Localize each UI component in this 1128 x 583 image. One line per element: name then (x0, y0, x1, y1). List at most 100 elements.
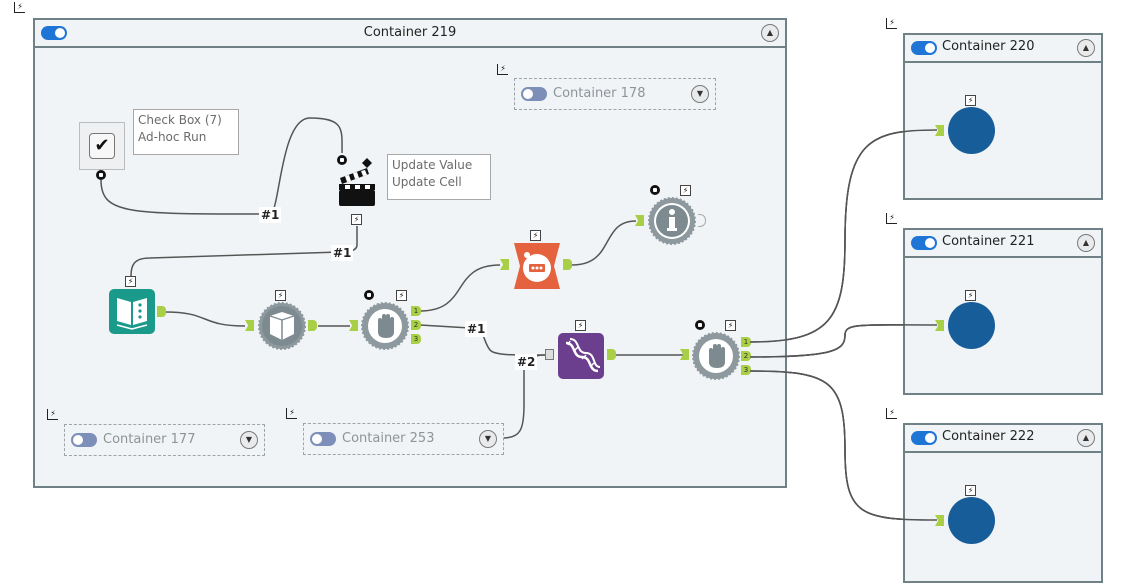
message-bolt-icon: ⚡ (680, 185, 691, 196)
output-222-input-anchor[interactable] (935, 515, 944, 526)
sample-tool[interactable] (514, 243, 560, 289)
container-177-bolt-icon: ⚡ (47, 409, 58, 420)
container-220-collapse-button[interactable]: ▲ (1077, 39, 1095, 57)
container-220-bolt-icon: ⚡ (886, 18, 897, 29)
message-output-anchor[interactable] (698, 214, 706, 227)
block1-output-anchor-2[interactable]: 2 (411, 320, 421, 330)
block2-output-anchor-1[interactable]: 1 (741, 337, 751, 347)
container-253-bolt-icon: ⚡ (286, 408, 297, 419)
container-177-toggle[interactable] (71, 433, 97, 447)
container-219-collapse-button[interactable]: ▲ (761, 24, 779, 42)
checkbox-annotation: Check Box (7) Ad-hoc Run (133, 109, 239, 155)
container-253-title: Container 253 (342, 431, 435, 446)
action-bolt-icon: ⚡ (351, 214, 362, 225)
action-tool[interactable] (337, 154, 379, 206)
container-222[interactable]: Container 222 ▲ (903, 423, 1103, 583)
container-219-bolt-icon: ⚡ (14, 2, 25, 13)
checkbox-tool[interactable]: ✔ (79, 122, 125, 170)
container-178[interactable]: Container 178 ▼ (514, 78, 716, 110)
block1-input-anchor[interactable] (349, 320, 358, 331)
container-253[interactable]: Container 253 ▼ (303, 423, 504, 455)
output-221-bolt-icon: ⚡ (965, 290, 976, 301)
sample-output-anchor[interactable] (563, 259, 572, 270)
container-221-collapse-button[interactable]: ▲ (1077, 234, 1095, 252)
block-until-done-tool-2[interactable] (692, 332, 740, 380)
message-tool[interactable] (648, 197, 696, 245)
dna-helix-icon (565, 338, 601, 373)
output-221-input-anchor[interactable] (935, 320, 944, 331)
collapse-up-icon: ▲ (1082, 238, 1090, 247)
container-178-bolt-icon: ⚡ (497, 64, 508, 75)
dna-output-anchor[interactable] (607, 349, 616, 360)
block2-bolt-icon: ⚡ (725, 320, 736, 331)
container-222-bolt-icon: ⚡ (886, 408, 897, 419)
checkbox-output-anchor[interactable] (96, 170, 106, 180)
block1-output-anchor-1[interactable]: 1 (411, 306, 421, 316)
container-178-title: Container 178 (553, 86, 646, 101)
block1-bolt-icon: ⚡ (396, 290, 407, 301)
output-220-input-anchor[interactable] (935, 125, 944, 136)
output-tool-221[interactable] (948, 302, 995, 349)
container-221-bolt-icon: ⚡ (886, 213, 897, 224)
collapse-up-icon: ▲ (1082, 433, 1090, 442)
dna-bolt-icon: ⚡ (575, 320, 586, 331)
container-177[interactable]: Container 177 ▼ (64, 424, 265, 456)
container-178-toggle[interactable] (521, 87, 547, 101)
gear-book-tool[interactable] (258, 302, 306, 350)
container-222-toggle[interactable] (911, 431, 937, 445)
block1-output-anchor-3[interactable]: 3 (411, 334, 421, 344)
container-222-collapse-button[interactable]: ▲ (1077, 429, 1095, 447)
connection-label: #1 (331, 245, 354, 261)
container-222-header: Container 222 ▲ (905, 425, 1101, 453)
container-253-expand-button[interactable]: ▼ (479, 430, 497, 448)
container-220[interactable]: Container 220 ▲ (903, 33, 1103, 200)
block2-input-anchor[interactable] (680, 349, 689, 360)
clapperboard-icon (339, 158, 375, 206)
block1-lock-icon (364, 290, 374, 300)
book-tool-input-anchor[interactable] (245, 320, 254, 331)
book-tool-bolt-icon: ⚡ (275, 290, 286, 301)
collapse-up-icon: ▲ (766, 28, 774, 37)
container-219-toggle[interactable] (41, 26, 67, 40)
message-lock-icon (650, 185, 660, 195)
connection-label: #1 (259, 207, 282, 223)
expand-down-icon: ▼ (245, 435, 253, 444)
input-data-tool[interactable] (109, 289, 155, 334)
input-output-anchor[interactable] (157, 306, 166, 317)
container-177-expand-button[interactable]: ▼ (240, 431, 258, 449)
container-220-toggle[interactable] (911, 41, 937, 55)
expand-down-icon: ▼ (696, 89, 704, 98)
container-219-header: Container 219 ▲ (35, 20, 785, 48)
container-177-title: Container 177 (103, 432, 196, 447)
container-178-expand-button[interactable]: ▼ (691, 85, 709, 103)
checkmark-icon: ✔ (89, 133, 115, 159)
connection-label: #1 (465, 321, 488, 337)
container-221[interactable]: Container 221 ▲ (903, 228, 1103, 395)
block2-output-anchor-3[interactable]: 3 (741, 365, 751, 375)
action-annotation: Update Value Update Cell (387, 154, 491, 200)
stopwatch-icon (514, 243, 560, 289)
sample-bolt-icon: ⚡ (530, 230, 541, 241)
container-221-toggle[interactable] (911, 236, 937, 250)
container-221-title: Container 221 (942, 234, 1035, 249)
info-icon (648, 197, 696, 245)
dna-input-anchor[interactable] (545, 349, 554, 360)
container-219-title: Container 219 (363, 25, 457, 40)
container-253-toggle[interactable] (310, 432, 336, 446)
collapse-up-icon: ▲ (1082, 43, 1090, 52)
block2-output-anchor-2[interactable]: 2 (741, 351, 751, 361)
message-input-anchor[interactable] (635, 215, 644, 226)
gear-book-icon (258, 302, 306, 350)
block-until-done-tool-1[interactable] (361, 302, 409, 350)
output-tool-222[interactable] (948, 497, 995, 544)
output-220-bolt-icon: ⚡ (965, 95, 976, 106)
container-220-header: Container 220 ▲ (905, 35, 1101, 63)
dna-tool[interactable] (558, 333, 604, 379)
container-220-title: Container 220 (942, 39, 1035, 54)
hand-stop-icon (361, 302, 409, 350)
book-tool-output-anchor[interactable] (308, 320, 317, 331)
hand-stop-icon (692, 332, 740, 380)
output-tool-220[interactable] (948, 107, 995, 154)
input-bolt-icon: ⚡ (125, 276, 136, 287)
sample-input-anchor[interactable] (500, 259, 509, 270)
